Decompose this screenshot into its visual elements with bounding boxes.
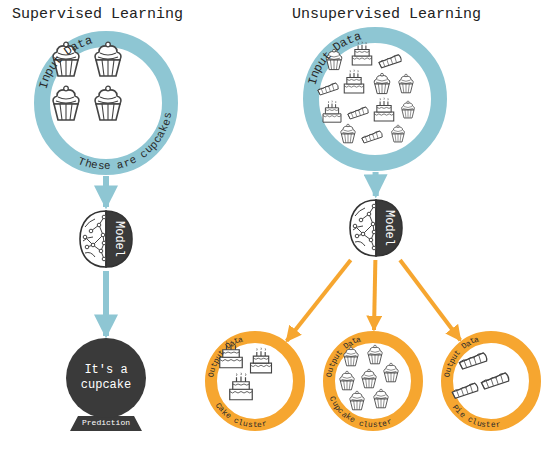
model-node: Model xyxy=(77,207,135,271)
ring-text: Input Data xyxy=(33,30,179,176)
cup-icon xyxy=(53,86,79,120)
ring-text: Cupcake cluster xyxy=(322,330,424,432)
pie-icon xyxy=(379,55,401,68)
cup-icon xyxy=(374,73,390,93)
data-circle: Output DataPie cluster xyxy=(440,330,542,432)
prediction-ball: It's a cupcakePrediction xyxy=(58,336,154,432)
model-node: Model xyxy=(347,196,405,260)
ring-text: Output Data xyxy=(440,330,542,432)
cake-icon xyxy=(374,98,394,121)
pie-icon xyxy=(362,131,383,143)
brain-outline xyxy=(347,196,405,260)
base-label: Prediction xyxy=(72,418,140,428)
flow-arrow xyxy=(287,260,351,341)
ring-text: Input Data xyxy=(302,26,448,172)
cake-icon xyxy=(344,70,364,93)
flow-arrow xyxy=(400,260,460,340)
cup-icon xyxy=(95,86,121,120)
ring-text: Output Data xyxy=(322,330,424,432)
ring-outline xyxy=(33,30,179,176)
cake-icon xyxy=(230,373,253,400)
pie-icon xyxy=(459,353,486,369)
section-title: Supervised Learning xyxy=(12,6,183,23)
pie-icon xyxy=(318,83,339,95)
cup-icon xyxy=(340,371,354,390)
section-title: Unsupervised Learning xyxy=(292,6,481,23)
ring-outline xyxy=(322,330,424,432)
flow-arrow xyxy=(103,271,109,336)
cup-icon xyxy=(374,389,388,408)
cup-icon xyxy=(392,125,405,142)
ring-outline xyxy=(302,26,448,172)
ring-text: Output Data xyxy=(204,330,306,432)
ring-outline xyxy=(440,330,542,432)
flow-arrow xyxy=(374,260,375,330)
pie-icon xyxy=(481,373,508,389)
model-label: Model xyxy=(112,221,126,257)
flow-arrow xyxy=(373,172,379,196)
pie-icon xyxy=(452,383,478,398)
brain-outline xyxy=(77,207,135,271)
cup-icon xyxy=(341,124,355,143)
data-circle: Input Data xyxy=(302,26,448,172)
cake-icon xyxy=(251,348,272,373)
cup-icon xyxy=(350,391,364,410)
data-circle: Output DataCupcake cluster xyxy=(322,330,424,432)
model-label: Model xyxy=(382,210,396,246)
ring-text: Pie cluster xyxy=(440,330,542,432)
data-circle: Output DataCake cluster xyxy=(204,330,306,432)
cup-icon xyxy=(384,363,398,382)
cup-icon xyxy=(362,369,376,388)
cup-icon xyxy=(95,42,121,76)
data-circle: Input DataThese are cupcakes xyxy=(33,30,179,176)
cake-icon xyxy=(323,101,341,123)
ring-outline xyxy=(204,330,306,432)
cup-icon xyxy=(399,74,413,93)
flow-arrow xyxy=(103,176,109,207)
cup-icon xyxy=(368,345,382,364)
pie-icon xyxy=(348,107,369,119)
ring-text: Cake cluster xyxy=(204,330,306,432)
prediction-text: It's a cupcake xyxy=(76,363,136,393)
ring-text: These are cupcakes xyxy=(33,30,179,176)
cup-icon xyxy=(402,101,415,118)
